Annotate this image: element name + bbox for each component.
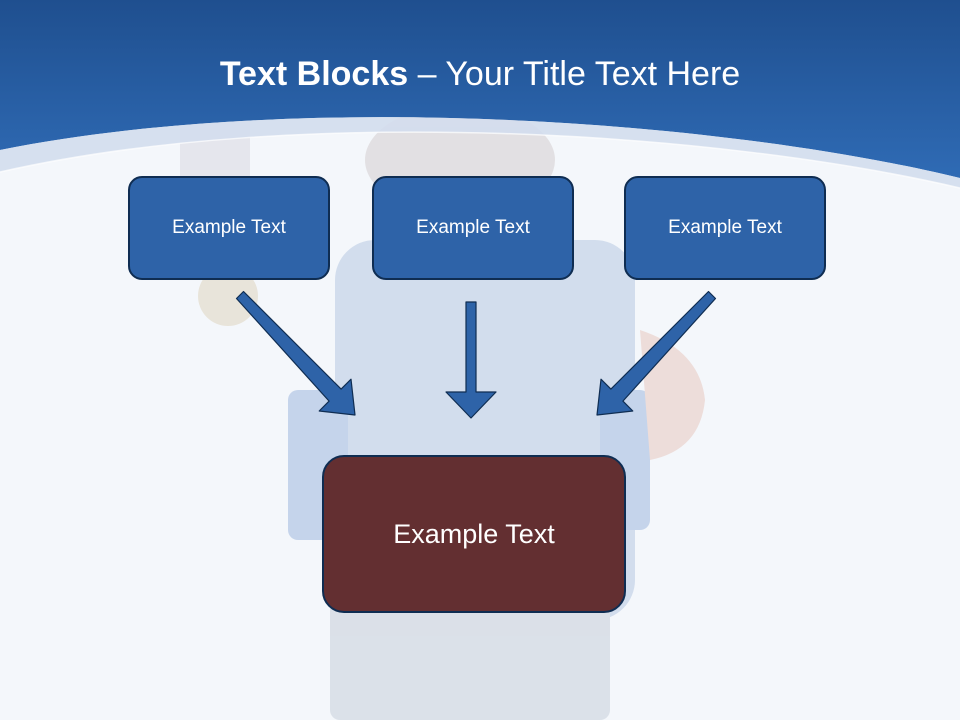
text-box-bottom-label: Example Text [393, 518, 555, 549]
text-box-right: Example Text [624, 176, 826, 280]
arrow-center-down [445, 301, 497, 419]
text-box-bottom: Example Text [322, 455, 626, 613]
text-box-right-label: Example Text [668, 217, 782, 238]
header-swoosh [0, 117, 960, 188]
arrow-left-diagonal [235, 290, 356, 416]
text-box-center: Example Text [372, 176, 574, 280]
text-box-left-label: Example Text [172, 217, 286, 238]
title-dash: – [417, 55, 437, 93]
header-band [0, 0, 960, 178]
title-bold: Text Blocks [219, 55, 409, 93]
slide-title: Text Blocks – Your Title Text Here [0, 52, 960, 96]
text-box-center-label: Example Text [416, 217, 530, 238]
text-box-left: Example Text [128, 176, 330, 280]
arrow-right-diagonal [596, 290, 717, 416]
title-rest: Your Title Text Here [445, 55, 741, 93]
